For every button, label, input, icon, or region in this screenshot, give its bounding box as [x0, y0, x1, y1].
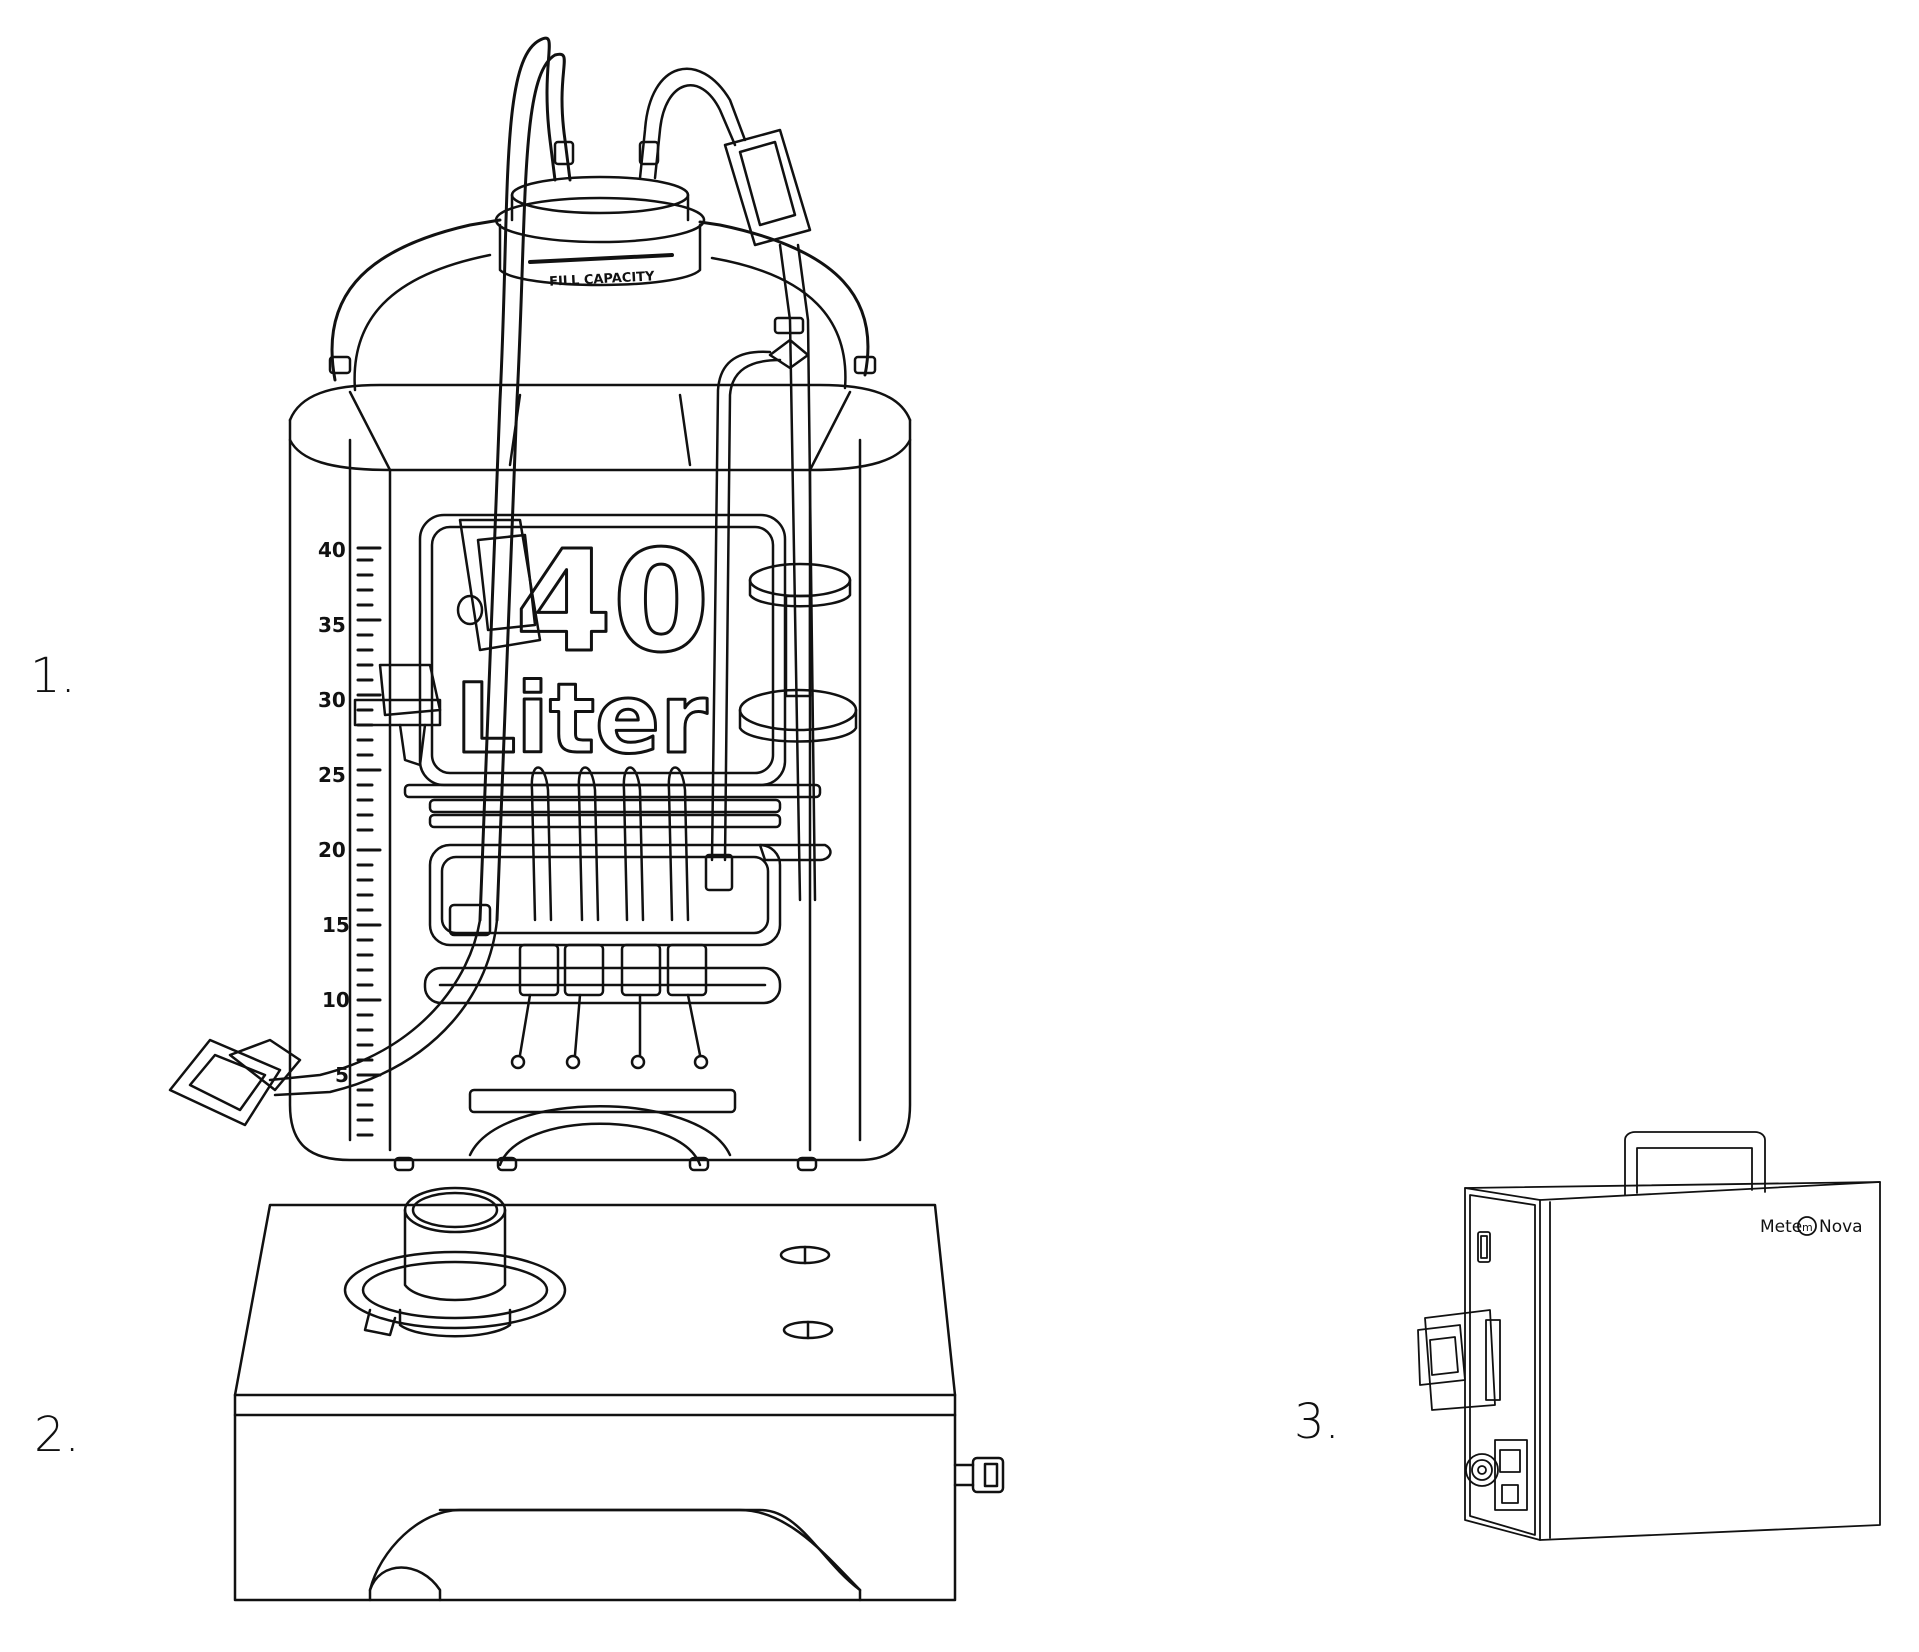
fill-capacity-label: FILL CAPACITY — [549, 269, 656, 290]
scale-mark: 35 — [318, 613, 346, 637]
scale-mark: 15 — [322, 913, 350, 937]
brand-suffix: Nova — [1819, 1217, 1863, 1237]
bioreactor-bag-icon: FILL CAPACITY 40 Liter — [168, 36, 912, 1172]
sampling-lines — [510, 766, 709, 1070]
volume-number: 40 — [515, 521, 710, 684]
figure-label-3: 3. — [1294, 1394, 1340, 1450]
brand-logo: Mete m Nova — [1760, 1216, 1863, 1237]
scale-mark: 25 — [318, 763, 346, 787]
scale-mark: 40 — [318, 538, 346, 562]
figure-label-1: 1. — [30, 648, 76, 704]
brand-name: Mete — [1760, 1217, 1802, 1237]
brand-logo-mark: m — [1802, 1221, 1813, 1234]
volume-scale: 40 35 30 25 20 15 10 5 — [318, 538, 382, 1137]
scale-mark: 20 — [318, 838, 346, 862]
scale-mark: 30 — [318, 688, 346, 712]
volume-unit: Liter — [455, 663, 708, 775]
controller-box-icon: Mete m Nova — [1417, 1131, 1881, 1541]
scale-mark: 10 — [322, 988, 350, 1012]
figure-label-2: 2. — [34, 1407, 80, 1463]
mixing-base-icon — [233, 1186, 1005, 1602]
